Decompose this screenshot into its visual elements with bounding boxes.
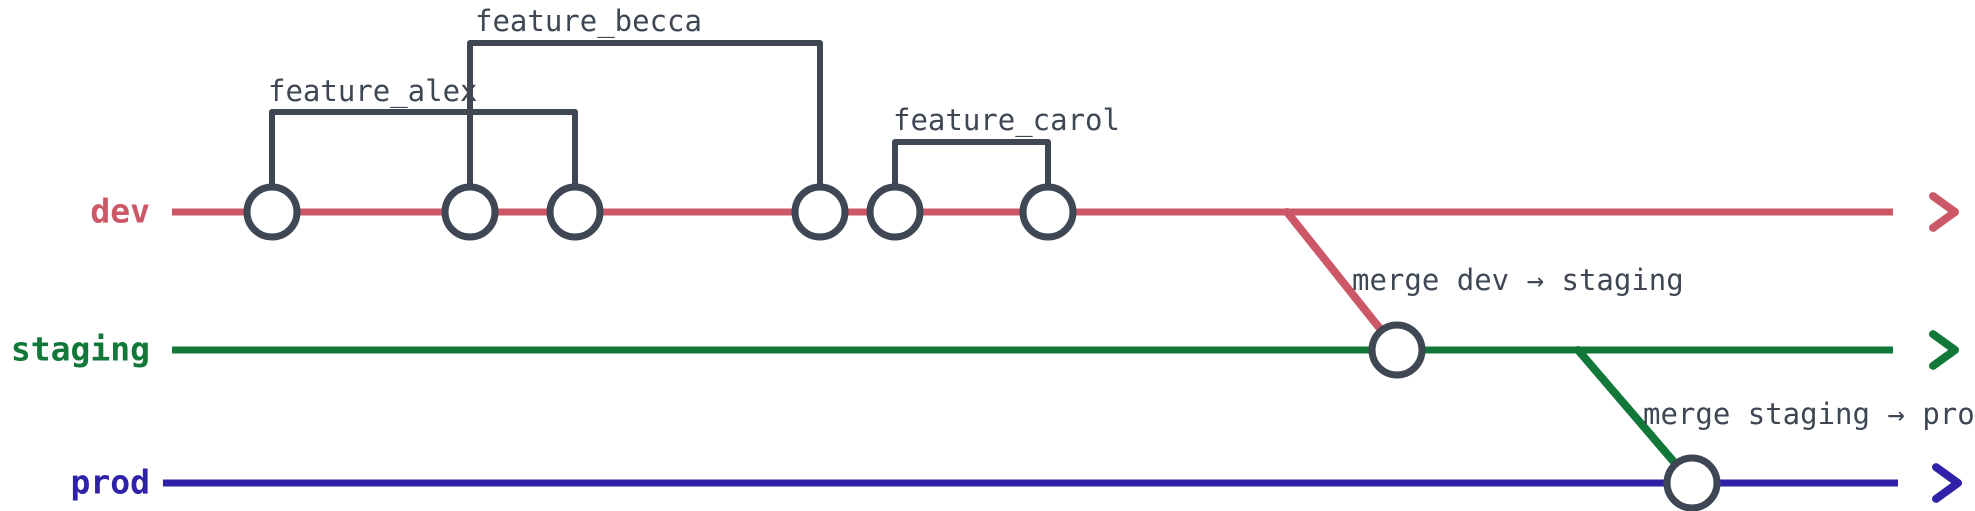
commit-nodes-group — [243, 183, 1721, 511]
commit-node-c1[interactable] — [243, 183, 301, 241]
feature-label-feature_becca: feature_becca — [475, 4, 702, 39]
labels-group: dev staging prod feature_alex feature_beccaf… — [11, 4, 1975, 502]
merge-line-merge_staging_prod — [1574, 346, 1696, 487]
commit-node-c6[interactable] — [1019, 183, 1077, 241]
branch-label-staging: staging — [11, 330, 150, 369]
commit-node-c3[interactable] — [546, 183, 604, 241]
branch-lines-group — [163, 192, 1962, 503]
commit-node-c2[interactable] — [441, 183, 499, 241]
commit-node-m1[interactable] — [1368, 321, 1426, 379]
merge-label-merge_staging_prod: merge staging → prod — [1643, 397, 1975, 431]
feature-bracket-feature_carol — [892, 139, 1051, 189]
merge-label-merge_dev_staging: merge dev → staging — [1352, 263, 1684, 297]
branch-arrow-prod-icon — [1932, 463, 1962, 503]
branch-arrow-staging-icon — [1929, 330, 1959, 370]
merge-lines-group — [1283, 208, 1696, 487]
feature-bracket-feature_becca — [467, 40, 823, 189]
merge-line-merge_dev_staging — [1283, 208, 1401, 354]
commit-node-c5[interactable] — [866, 183, 924, 241]
branch-arrow-dev-icon — [1929, 192, 1959, 232]
feature-brackets-group — [269, 40, 1051, 189]
feature-bracket-feature_alex — [269, 109, 578, 189]
feature-label-feature_carol: feature_carol — [893, 103, 1120, 138]
commit-node-c4[interactable] — [791, 183, 849, 241]
branch-label-dev: dev — [90, 192, 150, 231]
feature-label-feature_alex: feature_alex — [268, 74, 478, 109]
commit-node-m2[interactable] — [1663, 454, 1721, 511]
branch-label-prod: prod — [71, 463, 150, 502]
